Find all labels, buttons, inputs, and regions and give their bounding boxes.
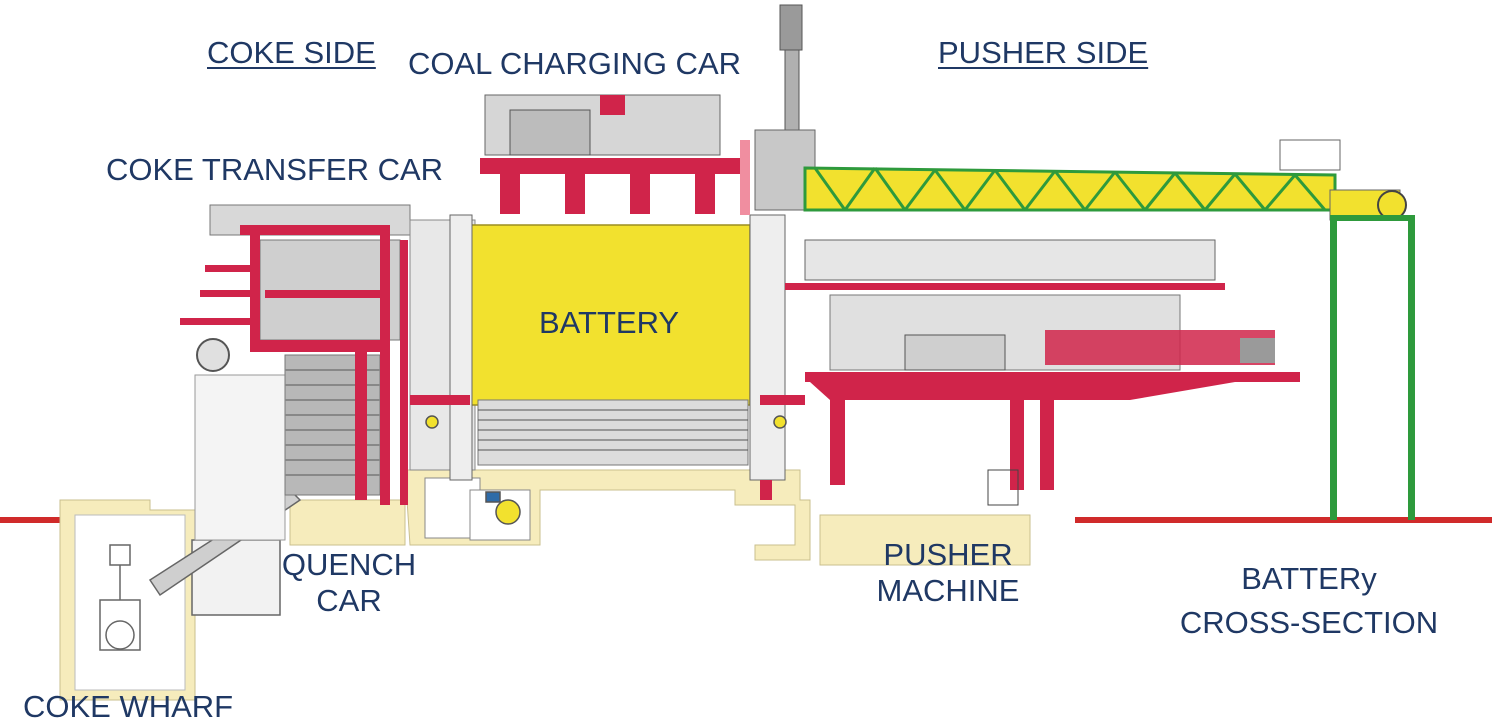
coke-wharf-label: COKE WHARF	[23, 689, 234, 724]
pusher-machine	[785, 239, 1300, 506]
ground-line	[0, 517, 1492, 523]
pusher-machine-label-line1: PUSHER	[883, 537, 1013, 572]
coke-transfer-car-label: COKE TRANSFER CAR	[106, 152, 444, 187]
battery-cross-section-label: BATTERy CROSS-SECTION	[1166, 561, 1452, 641]
coke-side-structure	[194, 204, 476, 541]
coal-charging-car-label: COAL CHARGING CAR	[408, 46, 742, 81]
detail-figures	[425, 415, 787, 525]
pusher-machine-label: PUSHER MACHINE	[868, 537, 1028, 609]
battery-label: BATTERY	[539, 305, 680, 340]
coke-transfer-car-frame	[180, 225, 408, 505]
quench-car-label-line2: CAR	[316, 583, 382, 618]
exhaust-stack	[754, 4, 816, 211]
foundations	[59, 469, 1031, 701]
conveyor-structure	[803, 139, 1415, 520]
quench-car-label-line1: QUENCH	[281, 547, 417, 582]
quench-car-label: QUENCH CAR	[276, 547, 422, 619]
coke-side-label: COKE SIDE	[207, 35, 376, 70]
pusher-machine-label-line2: MACHINE	[876, 573, 1020, 608]
battery-cross-section-label-line1: BATTERy	[1241, 561, 1377, 596]
coal-charging-car	[480, 94, 750, 215]
pusher-side-label: PUSHER SIDE	[938, 35, 1149, 70]
battery-block	[410, 214, 805, 500]
battery-cross-section-label-line2: CROSS-SECTION	[1179, 605, 1439, 640]
